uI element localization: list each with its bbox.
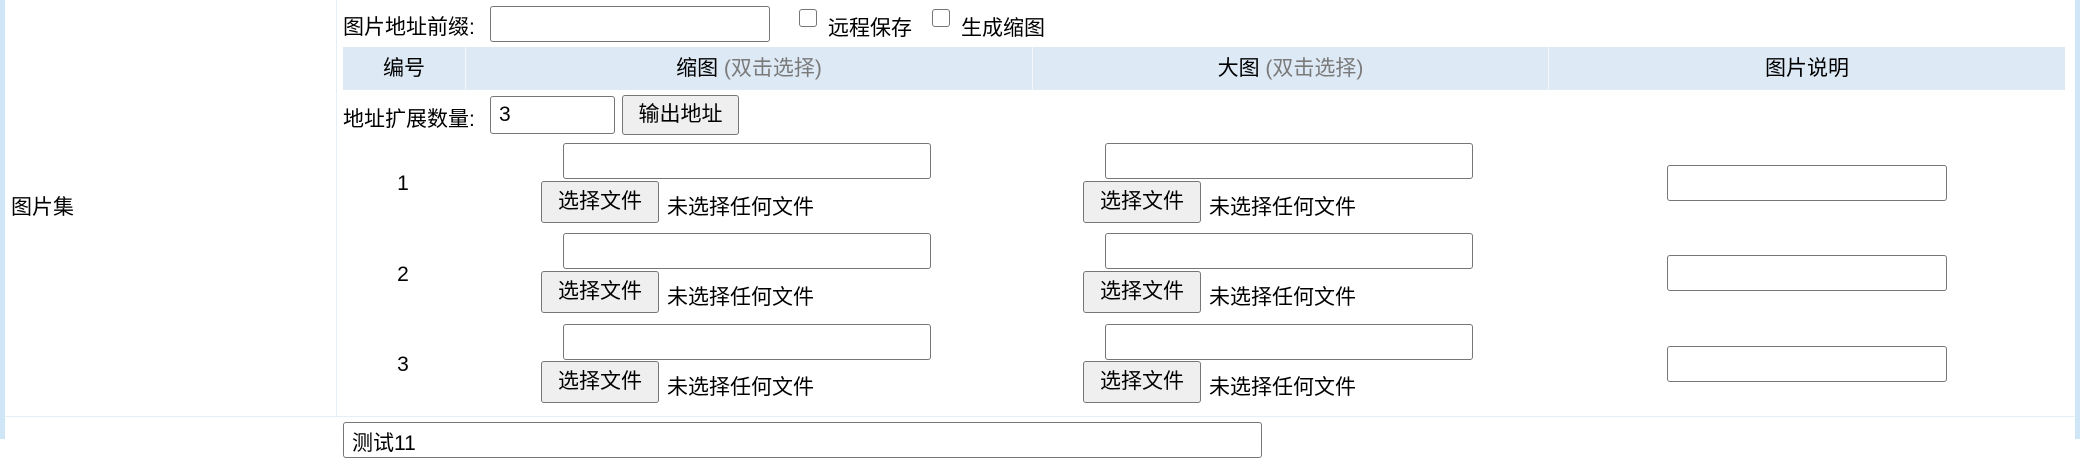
thumbnail-file-button[interactable]: 选择文件 [541,181,659,223]
generate-thumb-checkbox[interactable] [932,9,950,27]
header-description: 图片说明 [1549,47,2065,90]
url-prefix-input[interactable] [490,6,770,42]
header-thumbnail-text: 缩图 [676,57,719,80]
url-prefix-label: 图片地址前缀: [343,16,475,39]
large-path-input[interactable] [1105,324,1473,360]
header-description-text: 图片说明 [1765,57,1849,80]
expand-count-label: 地址扩展数量: [343,108,475,131]
remote-save-label: 远程保存 [828,17,912,40]
header-divider [465,47,466,90]
large-file-button[interactable]: 选择文件 [1083,181,1201,223]
thumbnail-path-input[interactable] [563,233,931,269]
caption-input[interactable] [1667,346,1947,382]
header-divider [1548,47,1549,90]
header-large-text: 大图 [1217,57,1260,80]
header-divider [1032,47,1033,90]
expand-count-input[interactable] [490,96,615,134]
row-number: 2 [397,263,409,286]
large-path-input[interactable] [1105,143,1473,179]
table-header [343,47,2065,90]
frame-right-border [2075,0,2080,439]
next-field-input[interactable] [343,422,1262,458]
header-large: 大图 (双击选择) [1033,47,1548,90]
large-file-status: 未选择任何文件 [1209,286,1356,309]
large-path-input[interactable] [1105,233,1473,269]
remote-save-checkbox[interactable] [799,9,817,27]
header-thumbnail: 缩图 (双击选择) [466,47,1032,90]
label-column [5,0,337,416]
large-file-button[interactable]: 选择文件 [1083,361,1201,403]
caption-input[interactable] [1667,255,1947,291]
thumbnail-file-status: 未选择任何文件 [667,196,814,219]
frame-left-border [0,0,5,439]
row-number: 3 [397,353,409,376]
thumbnail-file-status: 未选择任何文件 [667,376,814,399]
header-large-hint: (双击选择) [1265,57,1364,80]
header-number-text: 编号 [383,57,425,80]
thumbnail-file-status: 未选择任何文件 [667,286,814,309]
thumbnail-path-input[interactable] [563,143,931,179]
thumbnail-file-button[interactable]: 选择文件 [541,271,659,313]
row-number: 1 [397,172,409,195]
section-label: 图片集 [11,196,74,219]
large-file-status: 未选择任何文件 [1209,376,1356,399]
output-address-button[interactable]: 输出地址 [622,95,739,135]
row-divider [5,416,2075,417]
large-file-button[interactable]: 选择文件 [1083,271,1201,313]
large-file-status: 未选择任何文件 [1209,196,1356,219]
thumbnail-path-input[interactable] [563,324,931,360]
header-number: 编号 [343,47,465,90]
thumbnail-file-button[interactable]: 选择文件 [541,361,659,403]
caption-input[interactable] [1667,165,1947,201]
generate-thumb-label: 生成缩图 [961,17,1045,40]
header-thumbnail-hint: (双击选择) [723,57,822,80]
